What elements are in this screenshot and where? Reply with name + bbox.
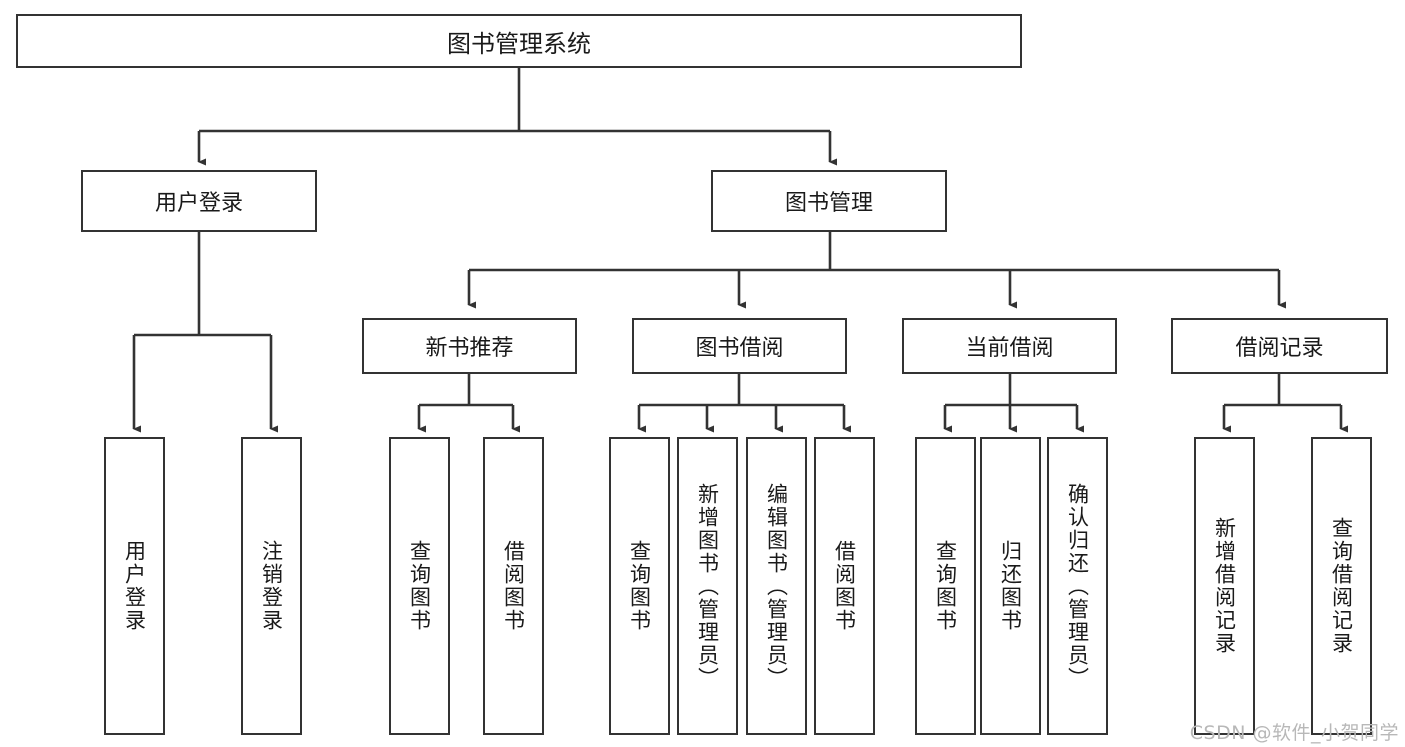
node-label: 图书管理系统 bbox=[447, 29, 591, 58]
node-label: 用户登录 bbox=[154, 191, 243, 216]
node-label: 查询图书 bbox=[933, 540, 958, 632]
leaf-user-login[interactable]: 用户登录 bbox=[104, 437, 165, 735]
leaf-confirm-return-admin[interactable]: 确认归还（管理员） bbox=[1047, 437, 1108, 735]
leaf-borrow-book[interactable]: 借阅图书 bbox=[814, 437, 875, 735]
node-label: 图书借阅 bbox=[695, 336, 784, 361]
leaf-add-book-admin[interactable]: 新增图书（管理员） bbox=[677, 437, 738, 735]
watermark: CSDN @软件_小贺同学 bbox=[1189, 722, 1399, 744]
node-label: 编辑图书（管理员） bbox=[764, 482, 789, 690]
node-label: 归还图书 bbox=[998, 540, 1023, 632]
node-label: 注销登录 bbox=[259, 540, 284, 632]
node-current-borrow[interactable]: 当前借阅 bbox=[902, 318, 1117, 374]
node-label: 用户登录 bbox=[122, 540, 147, 632]
leaf-return-book[interactable]: 归还图书 bbox=[980, 437, 1041, 735]
leaf-borrow-book-recommend[interactable]: 借阅图书 bbox=[483, 437, 544, 735]
leaf-query-book-current[interactable]: 查询图书 bbox=[915, 437, 976, 735]
leaf-query-borrow-record[interactable]: 查询借阅记录 bbox=[1311, 437, 1372, 735]
leaf-logout[interactable]: 注销登录 bbox=[241, 437, 302, 735]
node-label: 新书推荐 bbox=[425, 336, 514, 361]
node-label: 图书管理 bbox=[784, 191, 873, 216]
node-label: 新增借阅记录 bbox=[1212, 517, 1237, 655]
leaf-query-book-borrow[interactable]: 查询图书 bbox=[609, 437, 670, 735]
node-label: 借阅图书 bbox=[501, 540, 526, 632]
leaf-edit-book-admin[interactable]: 编辑图书（管理员） bbox=[746, 437, 807, 735]
node-book-management[interactable]: 图书管理 bbox=[711, 170, 947, 232]
node-label: 查询图书 bbox=[407, 540, 432, 632]
node-label: 借阅记录 bbox=[1235, 336, 1324, 361]
node-borrow-record[interactable]: 借阅记录 bbox=[1171, 318, 1388, 374]
leaf-query-book-recommend[interactable]: 查询图书 bbox=[389, 437, 450, 735]
node-label: 新增图书（管理员） bbox=[695, 482, 720, 690]
node-book-borrow[interactable]: 图书借阅 bbox=[632, 318, 847, 374]
node-label: 确认归还（管理员） bbox=[1065, 482, 1090, 690]
node-user-login[interactable]: 用户登录 bbox=[81, 170, 317, 232]
node-label: 借阅图书 bbox=[832, 540, 857, 632]
node-new-book-recommend[interactable]: 新书推荐 bbox=[362, 318, 577, 374]
node-label: 查询图书 bbox=[627, 540, 652, 632]
node-label: 当前借阅 bbox=[965, 336, 1054, 361]
node-label: 查询借阅记录 bbox=[1329, 517, 1354, 655]
node-root-book-management-system[interactable]: 图书管理系统 bbox=[16, 14, 1022, 68]
leaf-add-borrow-record[interactable]: 新增借阅记录 bbox=[1194, 437, 1255, 735]
